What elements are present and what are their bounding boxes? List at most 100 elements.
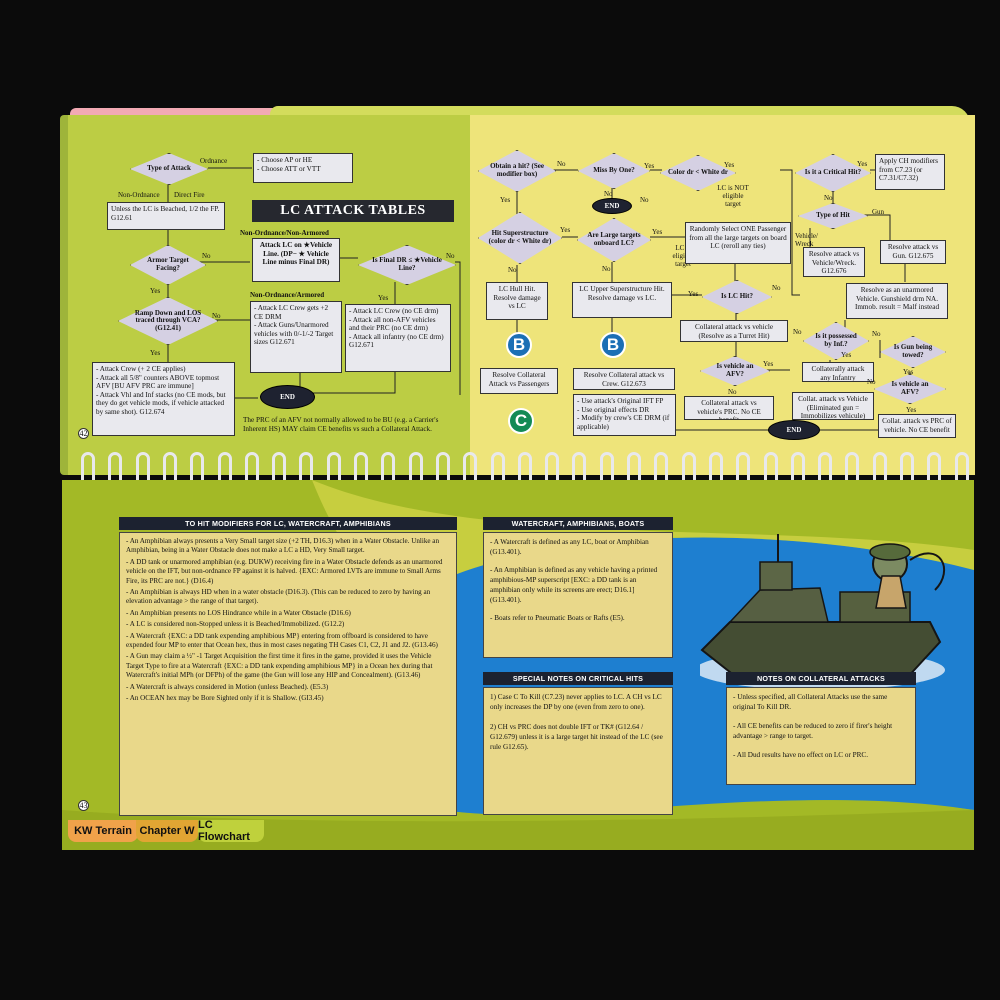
afv1-no-label: No — [728, 388, 737, 396]
no-label-3: No — [446, 252, 455, 260]
is-gun-towed-diamond: Is Gun being towed? — [880, 336, 946, 368]
large-targets-diamond: Are Large targets onboard LC? — [577, 218, 651, 262]
afv1-yes-label: Yes — [763, 360, 774, 368]
circle-c: C — [508, 408, 534, 434]
no-label-1: No — [202, 252, 211, 260]
collateral-prc-box-1: Collateral attack vs vehicle's PRC. No C… — [684, 396, 774, 420]
miss-by-one-diamond: Miss By One? — [578, 153, 650, 189]
is-vehicle-afv-label-2: Is vehicle an AFV? — [891, 380, 929, 396]
collateral-title: NOTES ON COLLATERAL ATTACKS — [726, 672, 916, 685]
resolve-gun-box: Resolve attack vs Gun. G12.675 — [880, 240, 946, 264]
modifiers-list: - An Amphibian always presents a Very Sm… — [126, 537, 450, 704]
modifier-item: - An Amphibian presents no LOS Hindrance… — [126, 608, 351, 617]
hit-superstructure-diamond: Hit Superstructure (color dr < White dr) — [478, 212, 562, 264]
critical-list: 1) Case C To Kill (C7.23) never applies … — [490, 692, 666, 752]
no-label-2: No — [212, 312, 221, 320]
color-no-label: No — [640, 196, 649, 204]
circle-b-left: B — [506, 332, 532, 358]
type-of-attack-label: Type of Attack — [147, 164, 191, 173]
modifier-item: - A DD tank or unarmored amphibian (e.g.… — [126, 557, 443, 585]
resolve-vehicle-wreck-box: Resolve attack vs Vehicle/Wreck. G12.676 — [803, 247, 865, 277]
is-vehicle-afv-label-1: Is vehicle an AFV? — [716, 362, 754, 378]
towed-yes-label: Yes — [903, 368, 914, 376]
ordnance-box: - Choose AP or HE - Choose ATT or VTT — [253, 153, 353, 183]
collateral-panel: - Unless specified, all Collateral Attac… — [726, 687, 916, 785]
collat-prc-box-2: Collat. attack vs PRC of vehicle. No CE … — [878, 414, 956, 438]
ramp-down-diamond: Ramp Down and LOS traced through VCA? (G… — [118, 297, 218, 345]
beached-box: Unless the LC is Beached, 1/2 the FP. G1… — [107, 202, 225, 230]
attack-crew-box: - Attack Crew (+ 2 CE applies) - Attack … — [92, 362, 235, 436]
final-dr-diamond: Is Final DR ≤ ★Vehicle Line? — [358, 245, 456, 285]
ordnance-label: Ordnance — [200, 157, 228, 165]
is-lc-hit-diamond: Is LC Hit? — [702, 280, 772, 314]
miss-by-one-label: Miss By One? — [593, 166, 635, 175]
lc-hit-no-label: No — [772, 284, 781, 292]
large-yes-label: Yes — [652, 228, 663, 236]
resolve-crew-box: Resolve Collateral attack vs Crew. G12.6… — [573, 368, 675, 390]
is-possessed-diamond: Is it possessed by Inf.? — [803, 322, 869, 360]
lc-upper-hit-box: LC Upper Superstructure Hit. Resolve dam… — [572, 282, 672, 318]
non-armored-header: Non-Ordnance/Non-Armored — [240, 229, 329, 237]
type-of-attack-diamond: Type of Attack — [130, 153, 208, 185]
collateral-item: - All Dud results have no effect on LC o… — [733, 751, 869, 759]
possessed-yes-label: Yes — [841, 351, 852, 359]
non-ordnance-label: Non-Ordnance — [118, 191, 160, 199]
color-dr-diamond: Color dr < White dr — [660, 155, 736, 191]
lc-eligible-label: LC is eligible target — [672, 244, 694, 268]
critical-title: SPECIAL NOTES ON CRITICAL HITS — [483, 672, 673, 685]
towed-no-label: No — [872, 330, 881, 338]
attack-lc-box: Attack LC on ★Vehicle Line. (DP− ★ Vehic… — [252, 238, 340, 282]
color-dr-label: Color dr < White dr — [668, 168, 728, 177]
armored-header: Non-Ordnance/Armored — [250, 291, 325, 299]
watercraft-item: - Boats refer to Pneumatic Boats or Raft… — [490, 614, 625, 622]
ramp-down-label: Ramp Down and LOS traced through VCA? (G… — [134, 308, 202, 332]
watercraft-item: - An Amphibian is defined as any vehicle… — [490, 566, 658, 604]
is-vehicle-afv-diamond-1: Is vehicle an AFV? — [700, 356, 770, 386]
critical-item: 1) Case C To Kill (C7.23) never applies … — [490, 693, 662, 711]
obtain-hit-label: Obtain a hit? (See modifier box) — [490, 162, 544, 178]
superstructure-yes-label: Yes — [560, 226, 571, 234]
armor-facing-diamond: Armor Target Facing? — [130, 245, 206, 285]
type-of-hit-diamond: Type of Hit — [798, 203, 868, 229]
miss-no-label: No — [604, 190, 613, 198]
modifier-item: - A Watercraft is always considered in M… — [126, 682, 329, 691]
use-attacks-box: - Use attack's Original IFT FP - Use ori… — [573, 394, 676, 436]
lc-not-eligible-label: LC is NOT eligible target — [717, 184, 749, 208]
superstructure-no-label: No — [508, 266, 517, 274]
obtain-yes-label: Yes — [500, 196, 511, 204]
modifier-item: - A LC is considered non-Stopped unless … — [126, 620, 345, 629]
possessed-no-label: No — [793, 328, 802, 336]
watercraft-list: - A Watercraft is defined as any LC, boa… — [490, 537, 666, 623]
lc-crew-box: - Attack LC Crew gets +2 CE DRM - Attack… — [250, 301, 342, 373]
tab-chapter-w[interactable]: Chapter W — [136, 820, 198, 842]
modifier-item: - An Amphibian is always HD when in a wa… — [126, 588, 431, 606]
apply-ch-box: Apply CH modifiers from C7.23 (or C7.31/… — [875, 154, 945, 190]
modifier-item: - An OCEAN hex may be Bore Sighted only … — [126, 694, 324, 703]
watercraft-title: WATERCRAFT, AMPHIBIANS, BOATS — [483, 517, 673, 530]
tab-kw-terrain[interactable]: KW Terrain — [68, 820, 138, 842]
lc-hit-yes-label: Yes — [688, 290, 699, 298]
obtain-hit-diamond: Obtain a hit? (See modifier box) — [478, 150, 556, 192]
end-oval-2: END — [768, 420, 820, 440]
lc-hull-hit-box: LC Hull Hit. Resolve damage vs LC — [486, 282, 548, 320]
watercraft-item: - A Watercraft is defined as any LC, boa… — [490, 538, 649, 556]
modifier-item: - A Gun may claim a ½" -1 Target Acquisi… — [126, 652, 433, 680]
modifiers-panel: - An Amphibian always presents a Very Sm… — [119, 532, 457, 816]
large-no-label: No — [602, 265, 611, 273]
large-targets-label: Are Large targets onboard LC? — [587, 231, 641, 247]
prc-footnote: The PRC of an AFV not normally allowed t… — [243, 416, 439, 433]
collateral-list: - Unless specified, all Collateral Attac… — [733, 692, 909, 760]
lc-attack-tables-title: LC ATTACK TABLES — [252, 200, 454, 222]
gun-label: Gun — [872, 208, 885, 216]
vehicle-wreck-label: Vehicle/ Wreck — [795, 232, 818, 248]
miss-yes-label: Yes — [644, 162, 655, 170]
armor-facing-label: Armor Target Facing? — [147, 256, 189, 272]
collateral-infantry-box: Collaterally attack any Infantry possess… — [802, 362, 874, 382]
unarmored-box: Resolve as an unarmored Vehicle. Gunshie… — [846, 283, 948, 319]
collateral-item: - Unless specified, all Collateral Attac… — [733, 693, 888, 711]
type-of-hit-label: Type of Hit — [816, 211, 850, 220]
tab-lc-flowchart[interactable]: LC Flowchart — [198, 819, 264, 843]
circle-b-right: B — [600, 332, 626, 358]
direct-fire-label: Direct Fire — [174, 191, 205, 199]
